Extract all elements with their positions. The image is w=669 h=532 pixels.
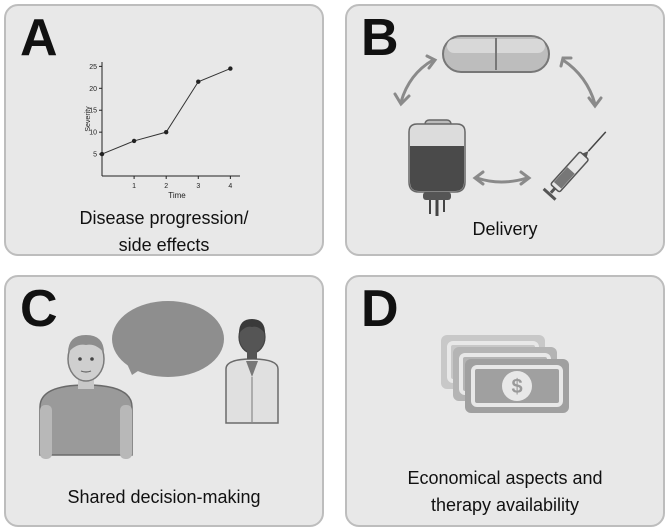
doctor-icon [225, 319, 279, 424]
data-point [228, 66, 233, 71]
syringe-icon [542, 131, 607, 201]
x-tick-label: 1 [132, 183, 136, 190]
x-tick-label: 3 [196, 183, 200, 190]
pill-icon [442, 35, 550, 73]
panel-letter: D [361, 280, 399, 338]
coin-icon [502, 371, 532, 401]
y-tick-label: 10 [89, 130, 97, 137]
data-point [131, 138, 137, 144]
patient-icon [39, 335, 133, 459]
data-point [163, 129, 169, 135]
data-point [99, 151, 105, 157]
speech-bubble-icon [112, 301, 224, 377]
y-axis-label: Severity [85, 106, 92, 132]
caption-line-2: therapy availability [430, 495, 580, 515]
panel-caption: Delivery [472, 219, 538, 239]
panel-caption: Shared decision-making [67, 487, 261, 507]
panel-economics: D $ Economical aspects and therapy avail… [345, 275, 665, 527]
caption-line-1: Economical aspects and [407, 468, 603, 488]
panel-caption: Disease progression/ side effects [6, 205, 322, 259]
series-line [101, 68, 231, 155]
x-tick-label: 4 [228, 183, 232, 190]
caption-line-2: side effects [118, 235, 210, 255]
dollar-sign: $ [511, 376, 522, 398]
money-bills-icon: $ [441, 335, 569, 413]
panel-letter: B [361, 9, 399, 67]
caption-line-1: Disease progression/ [79, 208, 249, 228]
panel-letter: C [20, 280, 58, 338]
y-tick-label: 15 [89, 108, 97, 115]
panel-shared-decision: C Shared decision-making [4, 275, 324, 527]
cycle-arrows-icon [393, 54, 603, 186]
iv-bag-icon [408, 119, 466, 216]
y-tick-label: 20 [89, 86, 97, 93]
panel-letter: A [20, 9, 58, 67]
data-point [196, 79, 201, 84]
y-tick-label: 5 [93, 152, 97, 159]
x-tick-label: 2 [164, 183, 168, 190]
panel-caption: Economical aspects and therapy availabil… [347, 465, 663, 519]
y-tick-label: 25 [89, 64, 97, 71]
x-axis-label: Time [168, 191, 186, 200]
panel-delivery: B [345, 4, 665, 256]
